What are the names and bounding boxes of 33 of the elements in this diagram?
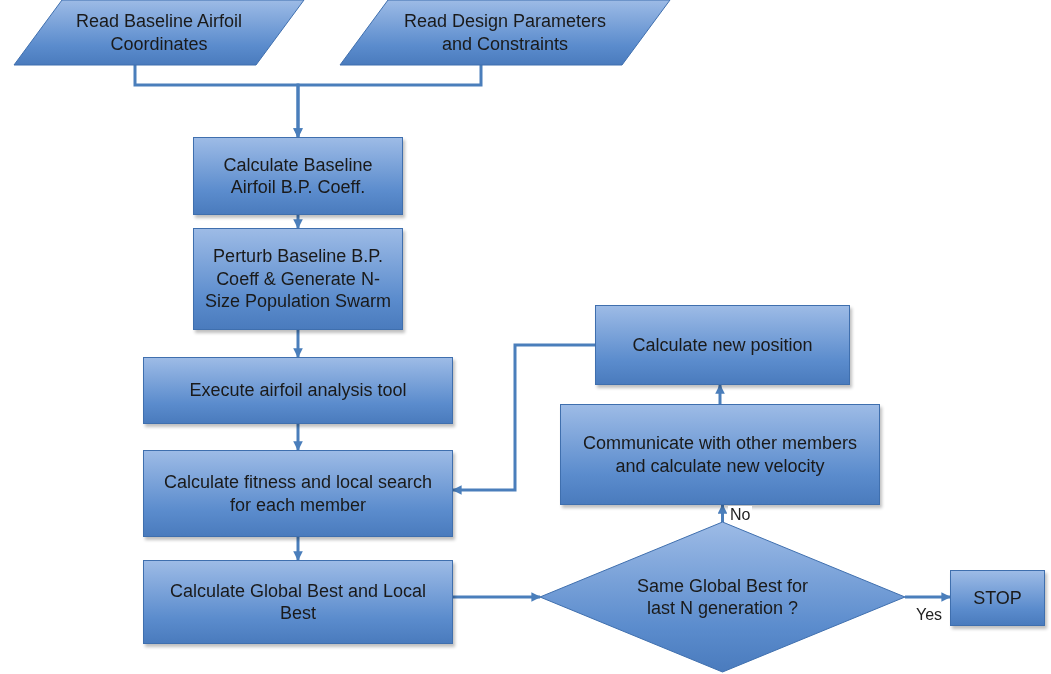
node-text: Communicate with other members and calculate new velocity: [581, 432, 859, 477]
process-box: [193, 228, 403, 330]
node-text: Calculate Baseline Airfoil B.P. Coeff.: [222, 153, 374, 199]
arrow: [293, 65, 483, 138]
node-text: Calculate Global Best and Local Best: [168, 579, 428, 625]
process-box: [595, 305, 850, 385]
edge-label: No: [728, 506, 753, 524]
decision-diamond: [540, 522, 905, 672]
arrow: [453, 592, 541, 602]
node-text: Read Baseline Airfoil Coordinates: [74, 10, 244, 55]
arrow: [715, 384, 725, 404]
arrow: [293, 424, 303, 451]
process-box: [193, 137, 403, 215]
process-box: [560, 404, 880, 505]
node-text: Perturb Baseline B.P. Coeff & Generate N-Size Population Swarm: [203, 245, 393, 313]
input-parallelogram: [340, 0, 670, 65]
node-text: STOP: [972, 586, 1023, 610]
arrow: [905, 592, 951, 602]
node-text: Execute airfoil analysis tool: [188, 379, 408, 402]
arrow: [293, 537, 303, 561]
input-parallelogram: [14, 0, 304, 65]
process-box: [143, 450, 453, 537]
node-text: Read Design Parameters and Constraints: [402, 10, 608, 55]
arrow: [293, 215, 303, 229]
arrow: [293, 330, 303, 358]
node-text: Calculate fitness and local search for each member: [162, 471, 434, 516]
node-text: Calculate new position: [631, 333, 814, 357]
node-text: Same Global Best for last N generation ?: [635, 574, 810, 620]
arrow: [452, 343, 595, 495]
process-box: [143, 357, 453, 424]
arrow: [717, 504, 728, 522]
terminal-box: [950, 570, 1045, 626]
process-box: [143, 560, 453, 644]
